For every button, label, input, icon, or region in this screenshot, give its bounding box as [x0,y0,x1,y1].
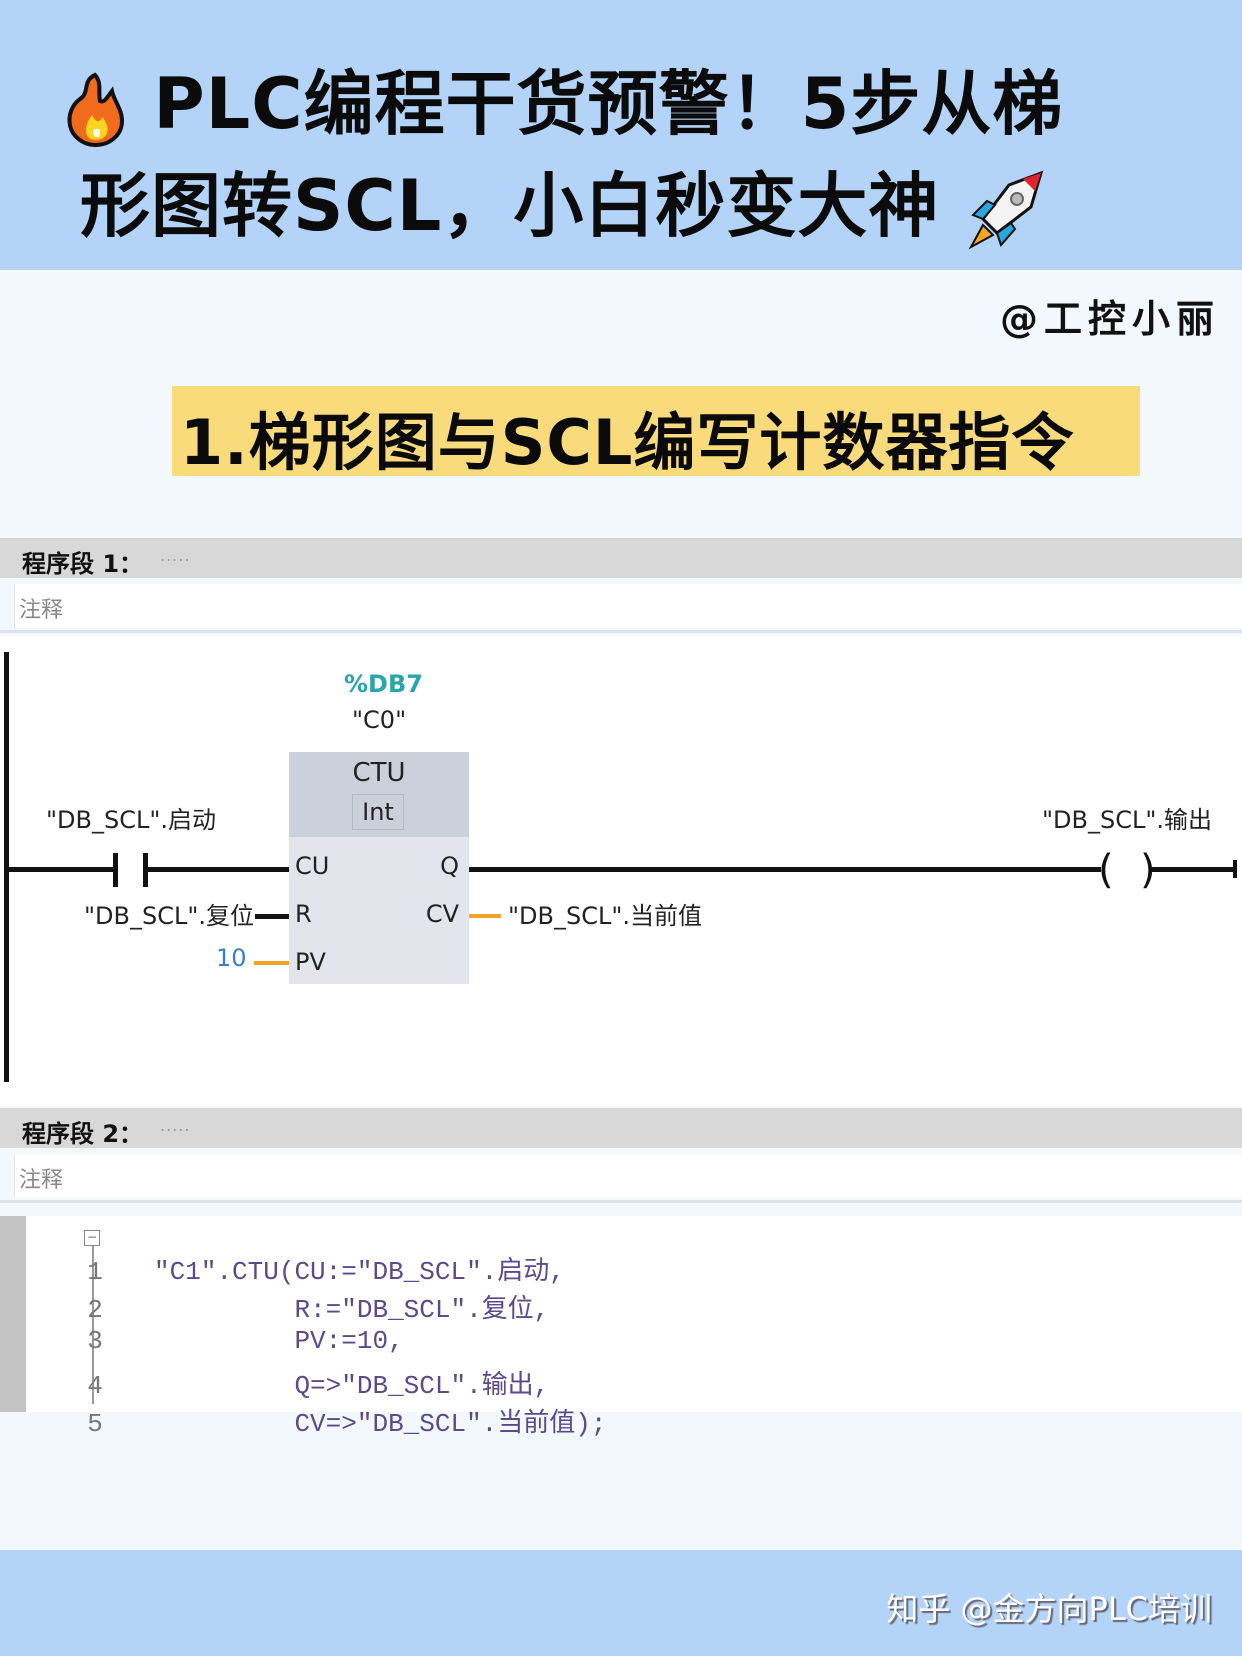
ctu-block-header: CTU Int [289,752,469,837]
block-name: CTU [352,758,406,788]
divider [0,1200,1242,1203]
wire [469,914,501,918]
pin-cv: CV [425,900,459,928]
divider [0,630,1242,633]
coil-left[interactable]: ( [1098,847,1114,893]
network-1-placeholder: ..... [160,546,191,565]
code-line-3[interactable]: 3 PV:=10, [87,1326,404,1356]
wire-end [1233,860,1237,878]
code-line-2[interactable]: 2 R:="DB_SCL".复位, [87,1295,550,1325]
reset-label: "DB_SCL".复位 [84,902,255,930]
ctu-block[interactable]: CTU Int CU R PV Q CV [289,752,469,984]
editor-gutter [0,1216,26,1412]
scl-editor[interactable] [0,1216,1242,1412]
power-rail [4,652,9,1082]
pv-value[interactable]: 10 [216,944,247,972]
rocket-icon [968,170,1044,250]
network-1-comment[interactable]: 注释 [14,584,1242,628]
contact-label: "DB_SCL".启动 [46,806,217,834]
wire [1152,867,1236,872]
code-line-5[interactable]: 5 CV=>"DB_SCL".当前值); [87,1409,607,1439]
network-2-placeholder: ..... [160,1116,191,1135]
fire-icon [67,72,125,147]
footer-watermark: 知乎 @金方向PLC培训 [0,1550,1242,1656]
network-2-comment[interactable]: 注释 [14,1154,1242,1198]
wire [254,961,289,965]
fold-guide [92,1246,94,1404]
network-2-header[interactable]: 程序段 2： ..... [0,1108,1242,1148]
network-2-title: 程序段 2： [22,1120,144,1148]
wire [469,867,1101,872]
pin-pv: PV [295,948,326,976]
pin-q: Q [440,852,459,880]
instance-name: "C0" [352,706,407,734]
network-1-title: 程序段 1： [22,550,144,578]
section-title: 1.梯形图与SCL编写计数器指令 [172,386,1140,479]
code-line-1[interactable]: 1 "C1".CTU(CU:="DB_SCL".启动, [87,1257,565,1287]
code-line-4[interactable]: 4 Q=>"DB_SCL".输出, [87,1371,550,1401]
block-type[interactable]: Int [352,794,404,830]
wire [143,867,289,872]
contact-no-left[interactable] [113,853,118,887]
title-line-1: PLC编程干货预警！5步从梯 [62,48,1242,149]
pin-r: R [295,900,312,928]
instance-db: %DB7 [344,670,423,698]
pin-cu: CU [295,852,330,880]
coil-label: "DB_SCL".输出 [1042,806,1213,834]
fold-toggle-icon[interactable]: − [84,1230,100,1246]
title-banner: PLC编程干货预警！5步从梯 形图转SCL，小白秒变大神 [0,0,1242,270]
cv-label: "DB_SCL".当前值 [508,902,703,930]
coil-right[interactable]: ) [1140,847,1156,893]
title-line-2: 形图转SCL，小白秒变大神 [80,150,1242,253]
wire [8,867,114,872]
wire [255,914,289,919]
network-1-header[interactable]: 程序段 1： ..... [0,538,1242,578]
author-handle: @工控小丽 [999,297,1220,341]
